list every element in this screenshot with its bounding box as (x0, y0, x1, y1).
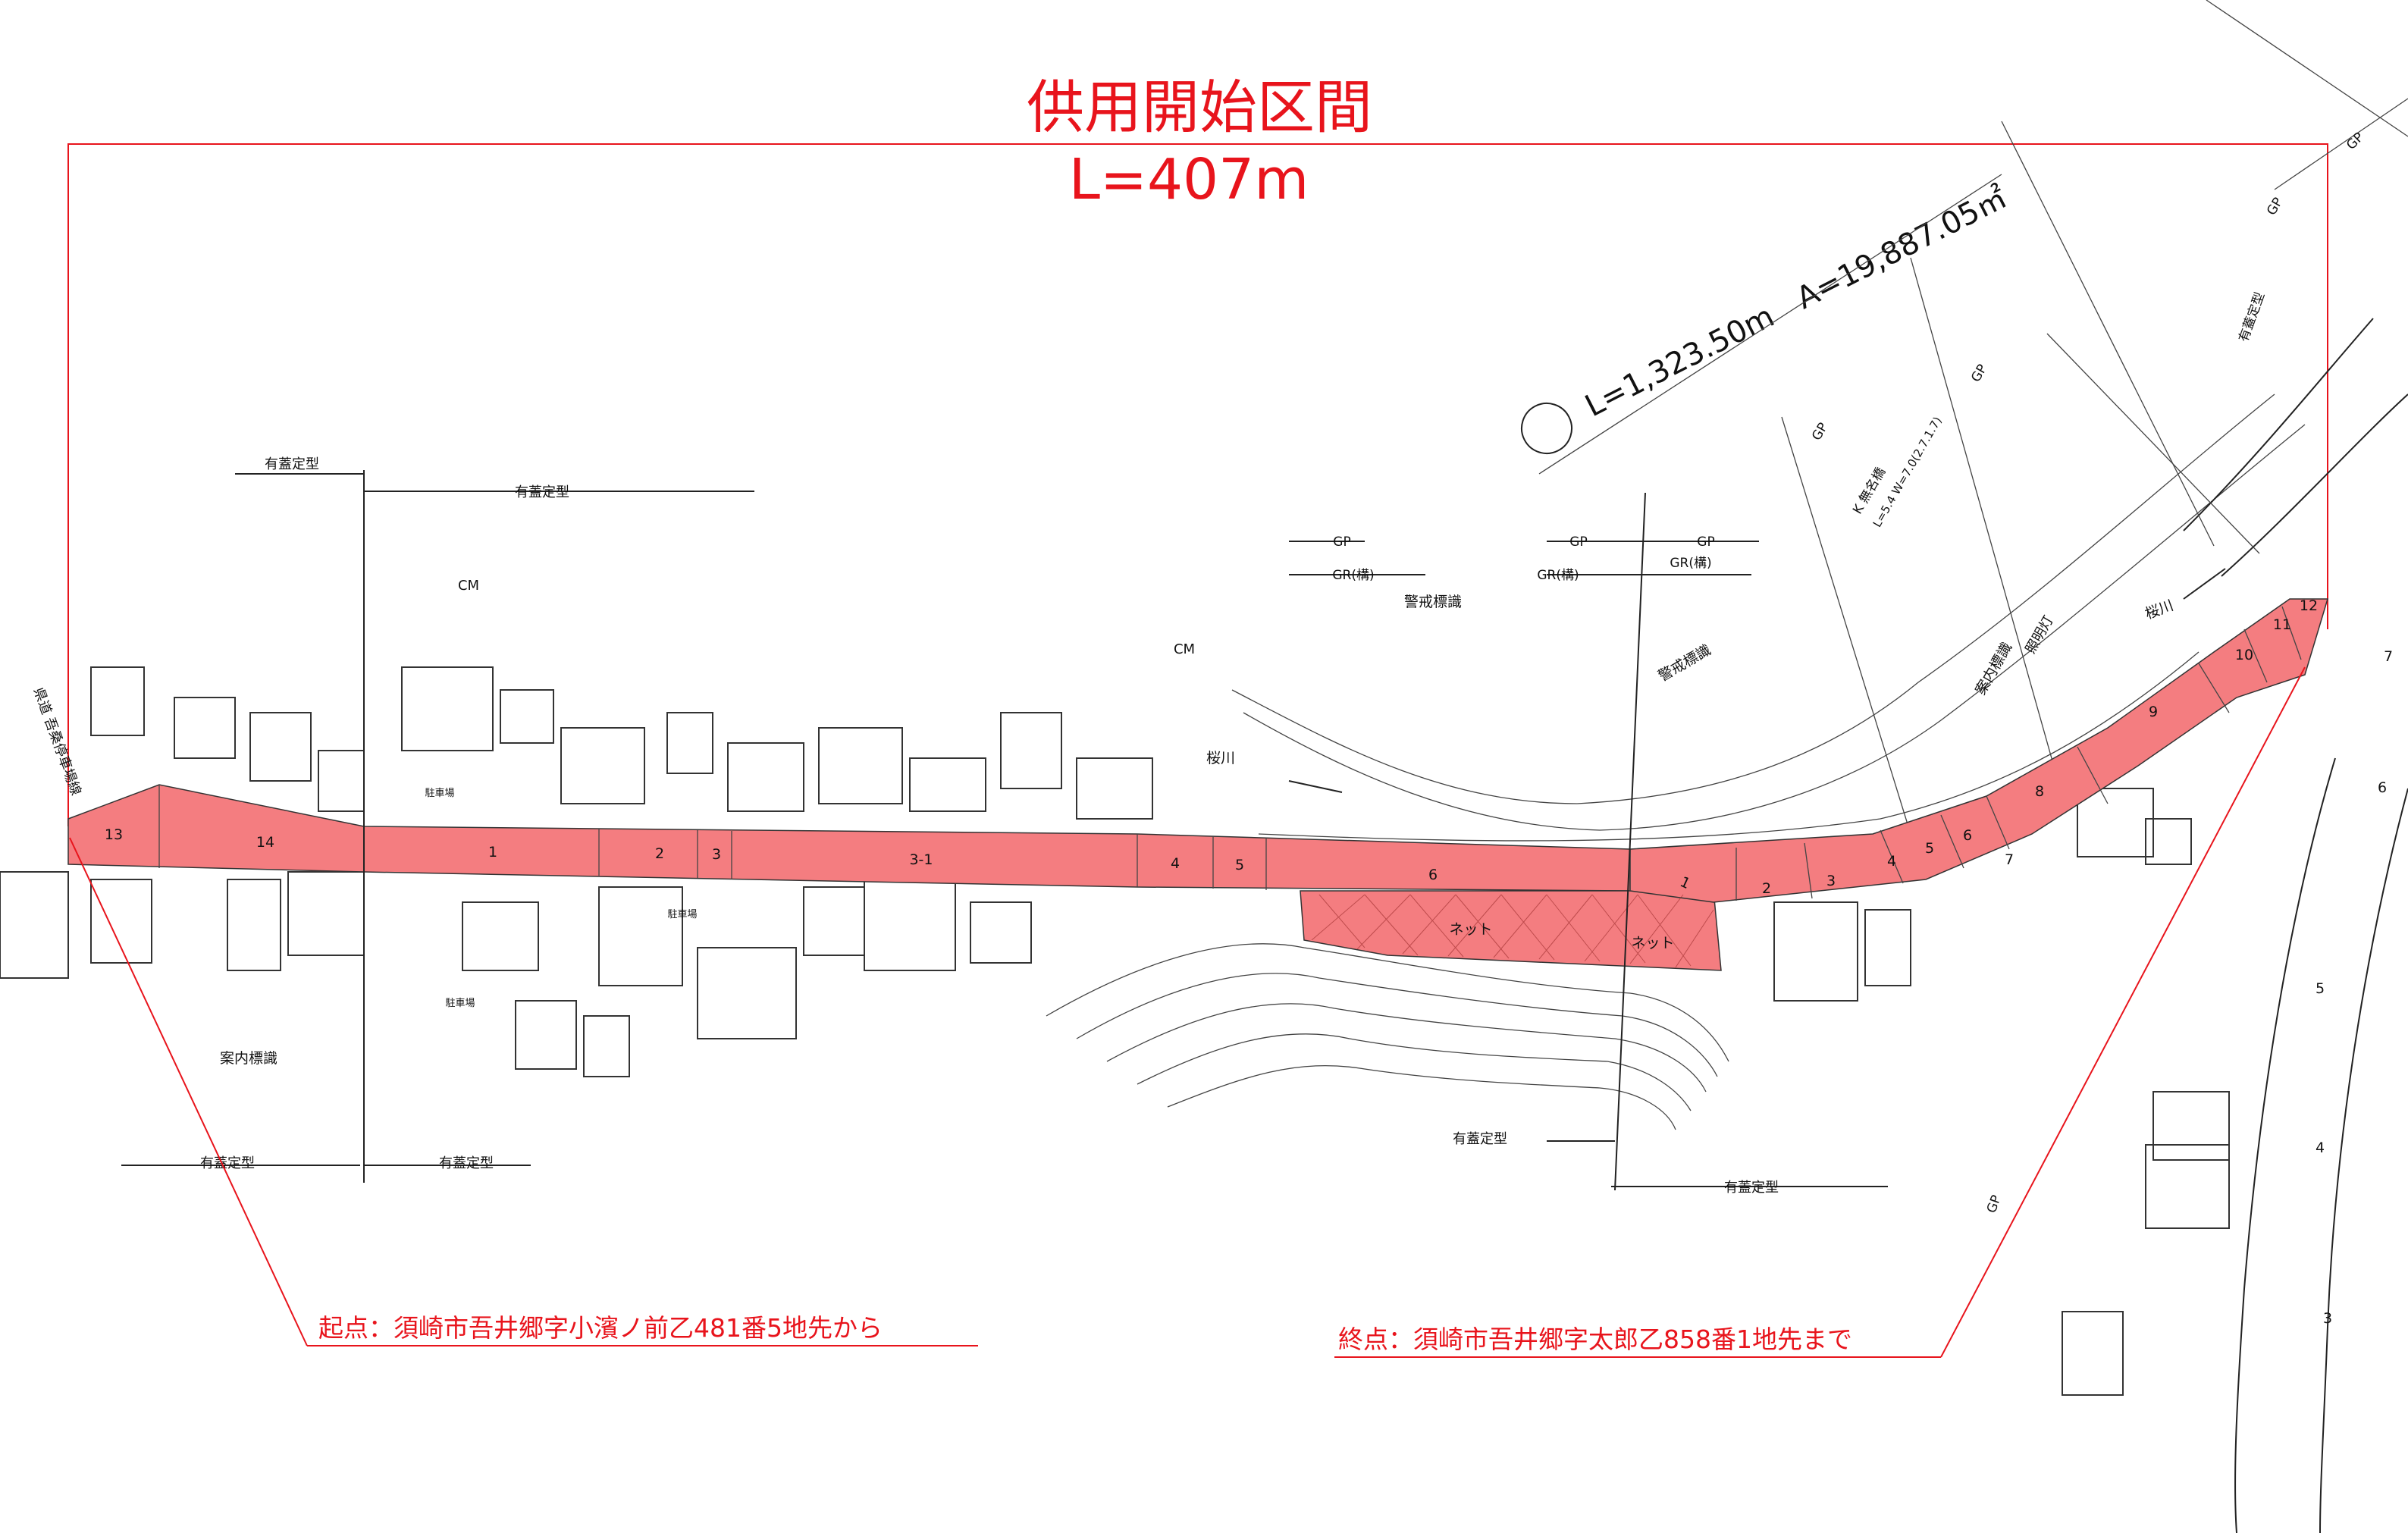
lid-type-label: 有蓋定型 (439, 1155, 494, 1171)
segment-label: 3-1 (909, 851, 933, 868)
opened-road-section (67, 598, 2329, 971)
lid-type-label: 有蓋定型 (200, 1155, 255, 1171)
gp-label: GP (1697, 535, 1714, 550)
start-point-note: 起点：須崎市吾井郷字小濱ノ前乙481番5地先から (318, 1313, 883, 1343)
segment-label: 6 (1963, 827, 1972, 844)
segment-label: 3 (1826, 873, 1836, 889)
gp-label: GP (1569, 535, 1587, 550)
gp-label: GP (1984, 1193, 2005, 1215)
gr-label: GR(構) (1537, 568, 1579, 583)
segment-labels-west: 13 14 1 2 3 3-1 4 5 6 (105, 826, 1438, 883)
parcel-label: 4 (2316, 1140, 2325, 1156)
segment-label: 4 (1171, 855, 1180, 872)
lid-type-label: 有蓋定型 (2236, 290, 2268, 344)
road-highlight-west (67, 784, 1631, 892)
section-length: L=407m (1069, 147, 1309, 212)
segment-label: 10 (2235, 647, 2253, 663)
parcel-labels: 7 6 5 4 3 (2316, 648, 2393, 1327)
parcel-label: 5 (2316, 980, 2325, 997)
segment-labels-east: 1 2 3 4 5 6 7 8 9 10 11 12 (1677, 597, 2318, 897)
gp-label: GP (2264, 195, 2286, 218)
road-highlight-east (1629, 598, 2329, 903)
parcel-label: 7 (2384, 648, 2393, 665)
gr-label: GR(構) (1670, 556, 1711, 571)
start-callout: 起点：須崎市吾井郷字小濱ノ前乙481番5地先から (69, 837, 978, 1346)
gp-label: GP (1968, 362, 1990, 384)
lid-type-dimensions: 有蓋定型 有蓋定型 有蓋定型 有蓋定型 有蓋定型 有蓋定型 (121, 456, 1888, 1196)
net-label: ネット (1449, 921, 1492, 938)
segment-label: 3 (712, 846, 721, 863)
pref-road-label: 県道 吾桑停車場線 (30, 685, 84, 798)
warning-sign-label: 警戒標識 (1404, 594, 1462, 610)
segment-label: 13 (105, 826, 123, 843)
segment-label: 12 (2300, 597, 2318, 614)
gp-label: GP (2344, 130, 2367, 153)
gp-label: GP (1333, 535, 1350, 550)
parking-label: 駐車場 (445, 998, 475, 1009)
segment-label: 8 (2035, 783, 2044, 800)
segment-label: 5 (1235, 857, 1244, 873)
parking-label: 駐車場 (667, 909, 697, 920)
end-point-note: 終点：須崎市吾井郷字太郎乙858番1地先まで (1338, 1325, 1852, 1354)
warning-sign-label: 警戒標識 (1656, 641, 1714, 685)
lid-type-label: 有蓋定型 (515, 484, 569, 500)
segment-label: 2 (1762, 880, 1771, 897)
lid-type-label: 有蓋定型 (265, 456, 319, 472)
parcel-label: 3 (2323, 1310, 2332, 1327)
river-flow-arrow-icon (2183, 568, 2226, 600)
map-title: 供用開始区間 (1027, 74, 1372, 141)
segment-label: 6 (1428, 867, 1438, 883)
map-labels: CM CM 警戒標識 警戒標識 案内標識 案内標識 桜川 桜川 駐車場 駐車場 … (30, 290, 2268, 1067)
cm-label: CM (458, 578, 479, 594)
segment-label: 4 (1887, 853, 1896, 870)
curve-symbol-icon (1521, 403, 1572, 454)
gr-label: GR(構) (1332, 568, 1374, 583)
parking-label: 駐車場 (425, 788, 454, 799)
lid-type-label: 有蓋定型 (1453, 1131, 1507, 1147)
segment-label: 7 (2005, 851, 2014, 868)
section-extent-line (67, 143, 2328, 826)
street-light-label: 照明灯 (2023, 613, 2057, 657)
segment-label: 1 (488, 844, 497, 861)
guide-sign-label: 案内標識 (1972, 640, 2015, 698)
net-label: ネット (1631, 935, 1674, 951)
net-area (1300, 890, 1722, 971)
river-label: 桜川 (2143, 597, 2175, 623)
lid-type-label: 有蓋定型 (1724, 1180, 1779, 1196)
segment-label: 9 (2149, 704, 2158, 720)
gp-label: GP (1809, 420, 1831, 443)
cm-label: CM (1174, 641, 1195, 657)
river-flow-arrow-icon (1288, 780, 1343, 793)
segment-label: 5 (1925, 840, 1934, 857)
guide-sign-label: 案内標識 (220, 1050, 277, 1067)
segment-label: 2 (655, 845, 664, 862)
parcel-label: 6 (2378, 779, 2387, 796)
river-label: 桜川 (1206, 750, 1235, 766)
route-annotation: L=1,323.50m A=19,887.05㎡ (1521, 180, 2012, 454)
end-callout: 終点：須崎市吾井郷字太郎乙858番1地先まで (1334, 666, 2306, 1358)
segment-label: 14 (256, 834, 274, 851)
segment-label: 11 (2273, 616, 2291, 633)
